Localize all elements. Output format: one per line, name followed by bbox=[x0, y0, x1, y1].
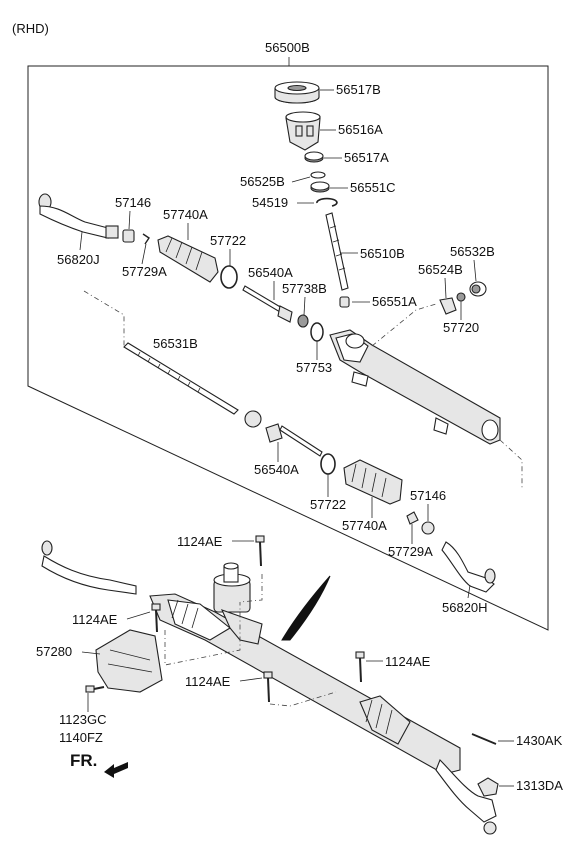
align-line-3 bbox=[499, 439, 523, 488]
part-56540A-lower bbox=[265, 423, 323, 457]
label-57720: 57720 bbox=[443, 320, 479, 335]
assembled-pinion-housing bbox=[213, 562, 263, 645]
label-56531B: 56531B bbox=[153, 336, 198, 351]
label-56820J: 56820J bbox=[57, 252, 100, 267]
label-57722-upper: 57722 bbox=[210, 233, 246, 248]
label-56551A: 56551A bbox=[372, 294, 417, 309]
swoosh-arrow-icon bbox=[281, 575, 331, 641]
label-57729A-upper: 57729A bbox=[122, 264, 167, 279]
label-57729A-lower: 57729A bbox=[388, 544, 433, 559]
label-56820H: 56820H bbox=[442, 600, 488, 615]
assembled-left-tie-rod bbox=[41, 540, 137, 595]
part-54519 bbox=[316, 197, 338, 207]
label-56516A: 56516A bbox=[338, 122, 383, 137]
part-57720 bbox=[456, 292, 466, 302]
part-56524B bbox=[439, 297, 457, 315]
label-57146-upper: 57146 bbox=[115, 195, 151, 210]
label-1124AE-4: 1124AE bbox=[185, 674, 231, 689]
part-57146-upper bbox=[122, 229, 135, 243]
part-56516A bbox=[285, 111, 321, 151]
label-54519: 54519 bbox=[252, 195, 288, 210]
align-line-1 bbox=[83, 290, 125, 347]
part-56551A bbox=[339, 296, 350, 308]
label-1124AE-2: 1124AE bbox=[72, 612, 118, 627]
part-1430AK bbox=[471, 733, 497, 745]
label-56517B: 56517B bbox=[336, 82, 381, 97]
part-56517A bbox=[304, 151, 324, 163]
label-57740A-upper: 57740A bbox=[163, 207, 208, 222]
label-1124AE-1: 1124AE bbox=[177, 534, 223, 549]
label-56532B: 56532B bbox=[450, 244, 495, 259]
part-56517B bbox=[274, 81, 320, 104]
part-57280 bbox=[95, 629, 163, 693]
label-1123GC: 1123GC bbox=[59, 712, 106, 727]
label-57753: 57753 bbox=[296, 360, 332, 375]
part-57740A-upper bbox=[157, 235, 219, 283]
part-56531B bbox=[123, 342, 239, 415]
part-56540A-upper bbox=[242, 285, 293, 323]
label-56524B: 56524B bbox=[418, 262, 463, 277]
label-57738B: 57738B bbox=[282, 281, 327, 296]
label-1140FZ: 1140FZ bbox=[59, 730, 103, 745]
exploded-view-frame bbox=[27, 65, 549, 631]
label-1313DA: 1313DA bbox=[516, 778, 563, 793]
part-56820H bbox=[441, 541, 496, 593]
label-57280: 57280 bbox=[36, 644, 72, 659]
part-1123GC-bolt bbox=[85, 685, 105, 693]
part-56820J bbox=[38, 193, 119, 239]
label-56551C: 56551C bbox=[350, 180, 396, 195]
part-bushing bbox=[244, 410, 262, 428]
label-1430AK: 1430AK bbox=[516, 733, 563, 748]
label-56510B: 56510B bbox=[360, 246, 405, 261]
part-56510B bbox=[325, 212, 349, 291]
bolt-1124AE-1 bbox=[255, 535, 265, 567]
label-57740A-lower: 57740A bbox=[342, 518, 387, 533]
label-56540A-lower: 56540A bbox=[254, 462, 299, 477]
align-line-2 bbox=[371, 303, 437, 347]
part-57146-lower bbox=[421, 521, 435, 535]
assembly-guide-2 bbox=[239, 574, 263, 603]
part-57740A-lower bbox=[343, 459, 403, 505]
bolt-1124AE-3 bbox=[355, 651, 365, 683]
part-57729A-lower bbox=[406, 511, 419, 525]
part-56532B bbox=[469, 281, 487, 297]
part-56551C bbox=[310, 181, 330, 193]
fr-label: FR. bbox=[70, 751, 97, 770]
label-57146-lower: 57146 bbox=[410, 488, 446, 503]
label-56517A: 56517A bbox=[344, 150, 389, 165]
assembled-rack-housing bbox=[149, 593, 461, 775]
part-57753 bbox=[310, 322, 324, 342]
part-rack-housing bbox=[329, 329, 501, 445]
bolt-1124AE-4 bbox=[263, 671, 273, 703]
label-56500B: 56500B bbox=[265, 40, 310, 55]
label-57722-lower: 57722 bbox=[310, 497, 346, 512]
label-56525B: 56525B bbox=[240, 174, 285, 189]
bolt-1124AE-2 bbox=[151, 603, 161, 633]
part-1313DA bbox=[477, 777, 499, 797]
assembly-guide-1 bbox=[164, 602, 241, 666]
assembled-right-tie-rod bbox=[435, 759, 497, 835]
fr-arrow-icon bbox=[104, 762, 128, 778]
part-57729A-upper bbox=[142, 233, 150, 245]
part-57738B bbox=[297, 314, 309, 328]
part-57722-lower bbox=[320, 453, 336, 475]
variant-label: (RHD) bbox=[12, 21, 49, 36]
label-1124AE-3: 1124AE bbox=[385, 654, 431, 669]
part-56525B bbox=[310, 171, 326, 179]
part-57722-upper bbox=[220, 265, 238, 289]
assembly-guide-3 bbox=[269, 691, 337, 707]
label-56540A-upper: 56540A bbox=[248, 265, 293, 280]
